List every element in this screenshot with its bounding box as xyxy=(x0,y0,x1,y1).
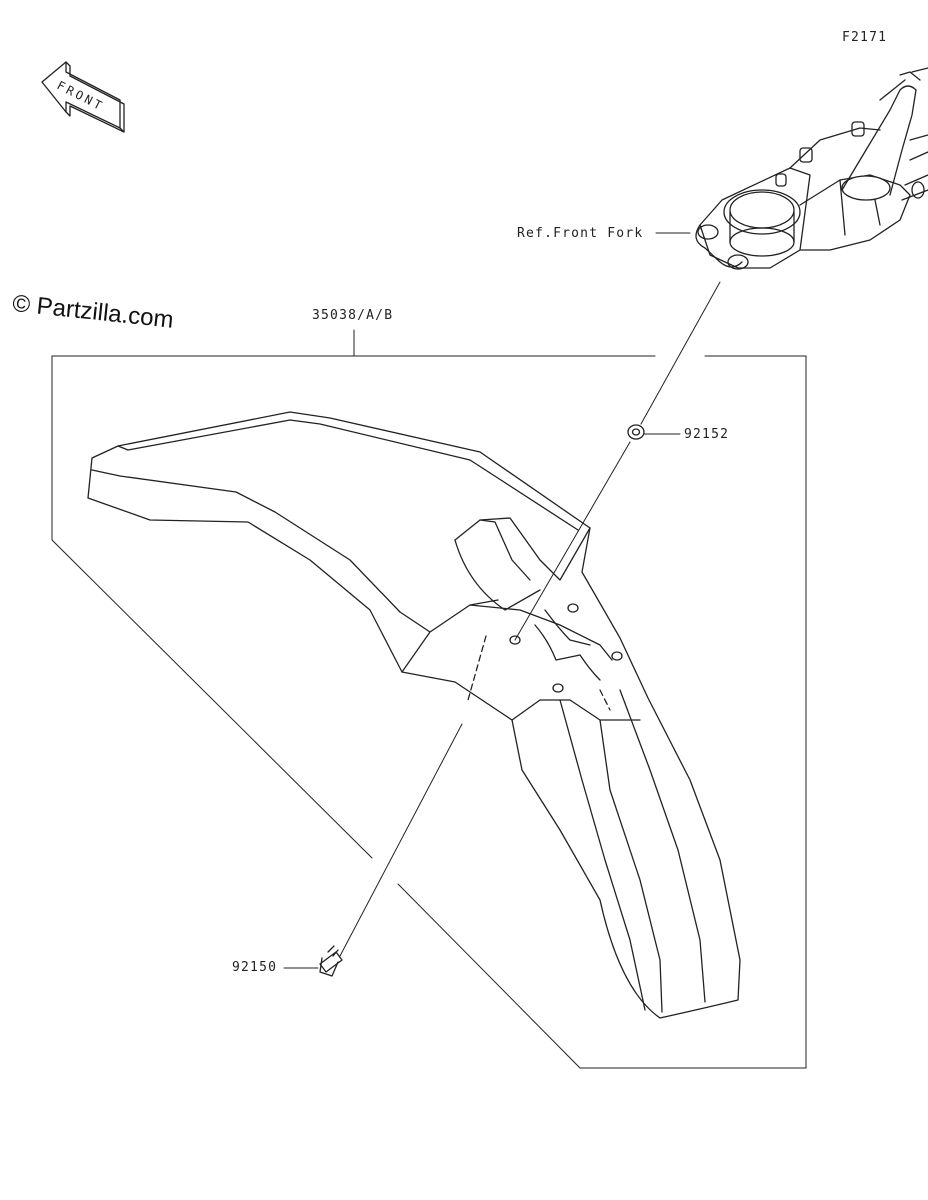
part-group-bracket xyxy=(52,330,806,1068)
leader-lines xyxy=(284,233,720,968)
washer-92152-drawing xyxy=(628,425,644,439)
reference-label: Ref.Front Fork xyxy=(517,226,644,241)
callout-92150: 92150 xyxy=(232,960,278,975)
figure-id: F2171 xyxy=(842,30,888,45)
front-arrow-icon: FRONT xyxy=(42,62,124,132)
front-fork-drawing xyxy=(696,68,928,269)
callout-35038: 35038/A/B xyxy=(312,308,394,323)
bolt-92150-drawing xyxy=(320,946,342,976)
callout-92152: 92152 xyxy=(684,427,730,442)
front-fender-drawing xyxy=(88,412,740,1018)
